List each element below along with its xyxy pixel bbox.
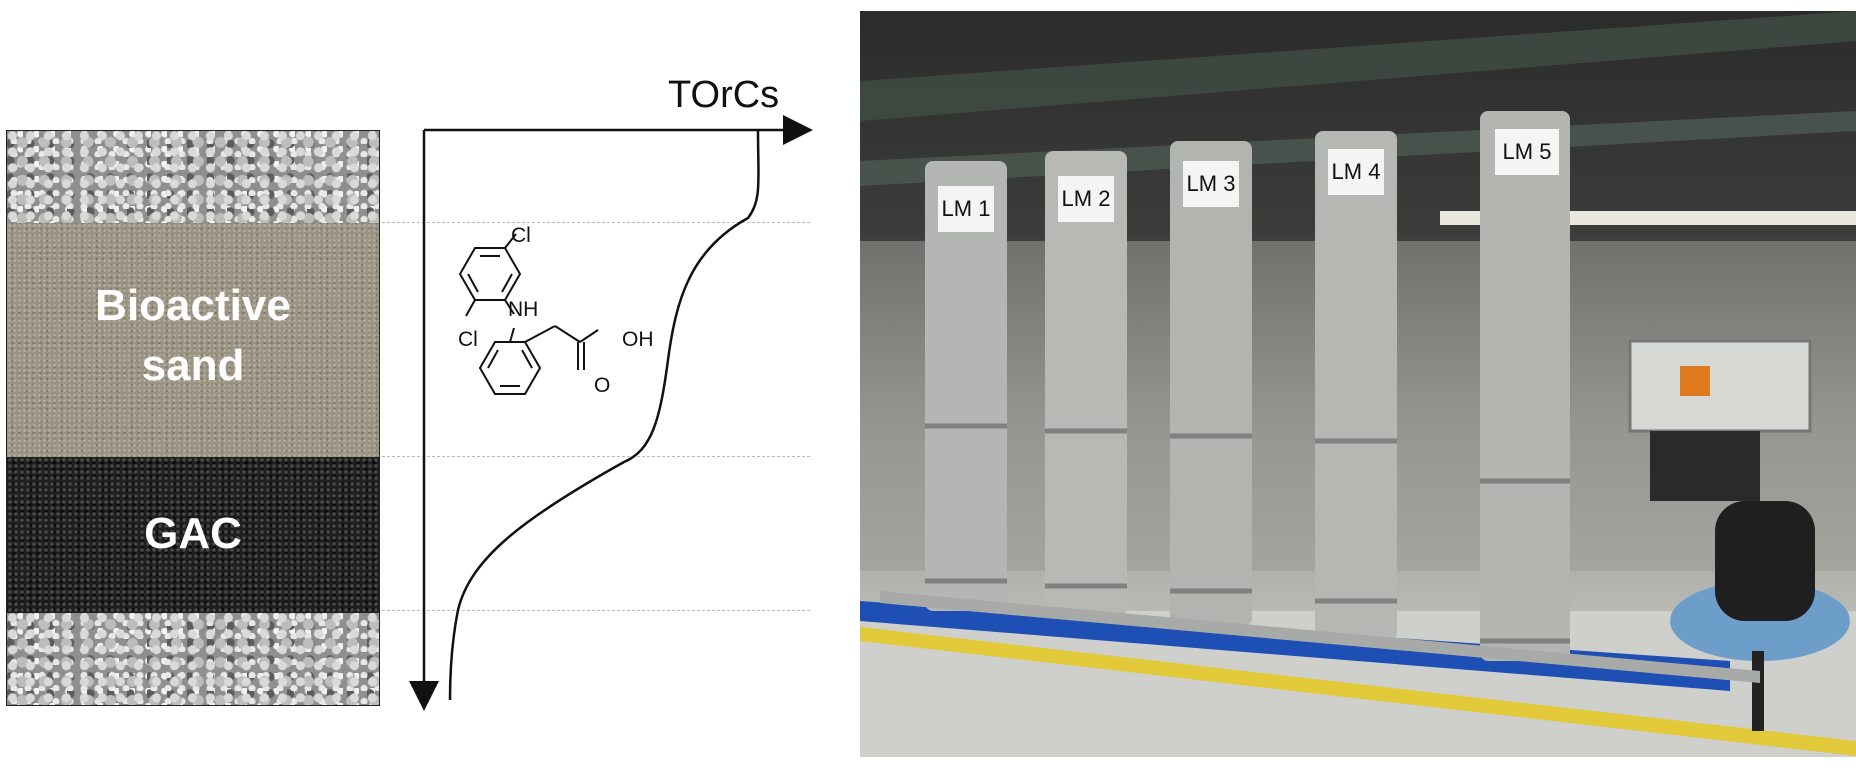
boundary-guide-sand-top bbox=[382, 222, 810, 223]
torcs-axis-label: TOrCs bbox=[668, 74, 780, 116]
boundary-guide-gac-bottom bbox=[382, 610, 810, 611]
tank-label-lm5: LM 5 bbox=[1495, 129, 1559, 175]
diclofenac-structure bbox=[458, 233, 599, 395]
atom-oh: OH bbox=[622, 328, 654, 351]
tank-label-lm3: LM 3 bbox=[1183, 161, 1239, 207]
gravel-layer-bottom bbox=[7, 613, 379, 705]
tank-label-lm2: LM 2 bbox=[1058, 176, 1114, 222]
bioactive-sand-layer: Bioactive sand bbox=[7, 223, 379, 457]
atom-o: O bbox=[594, 374, 611, 397]
boundary-guide-gac-top bbox=[382, 456, 810, 457]
atom-cl-bottom: Cl bbox=[458, 328, 478, 351]
torcs-profile-plot bbox=[409, 115, 813, 711]
atom-nh: NH bbox=[508, 298, 539, 321]
gac-layer: GAC bbox=[7, 457, 379, 613]
tank-label-lm4: LM 4 bbox=[1328, 149, 1384, 195]
photo-scene bbox=[860, 11, 1856, 757]
atom-cl-top: Cl bbox=[511, 224, 531, 247]
filter-column: Bioactive sand GAC bbox=[6, 130, 380, 706]
concentration-curve bbox=[448, 129, 760, 701]
bioactive-sand-label-line1: Bioactive bbox=[95, 281, 291, 330]
gravel-layer-top bbox=[7, 131, 379, 223]
tank-label-lm1: LM 1 bbox=[938, 186, 994, 232]
gac-label: GAC bbox=[144, 509, 242, 558]
lab-photo-filter-columns: LM 1 LM 2 LM 3 LM 4 LM 5 bbox=[860, 11, 1856, 757]
bioactive-sand-label-line2: sand bbox=[141, 341, 245, 390]
